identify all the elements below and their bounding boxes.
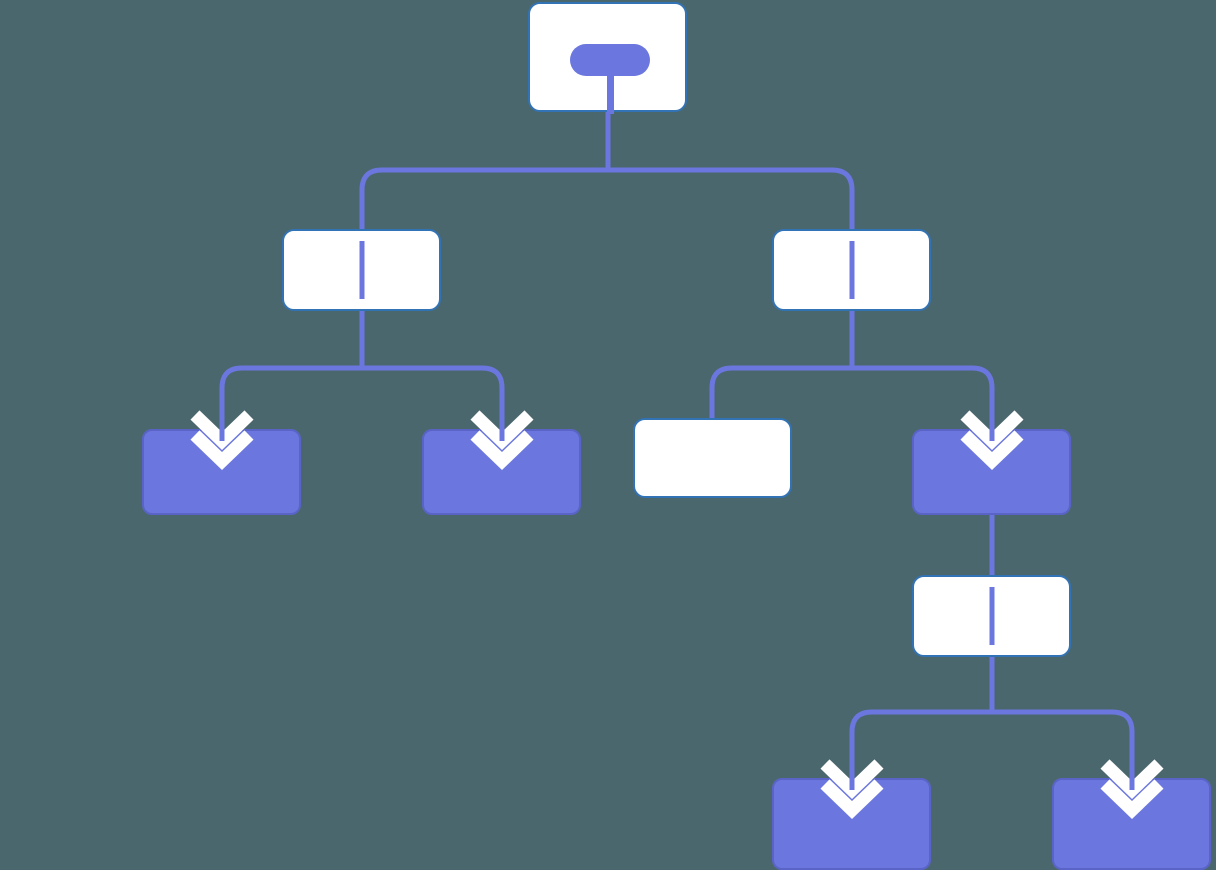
level3-node-a[interactable]: [912, 575, 1071, 657]
edge-l1-left-to-l2-b: [362, 365, 505, 441]
level1-right-node[interactable]: [772, 229, 931, 311]
edge-l1-right-to-l2-d: [852, 365, 995, 441]
level2-node-b[interactable]: [422, 429, 581, 515]
root-node[interactable]: [528, 2, 687, 114]
root-pill-badge: [570, 44, 650, 76]
level4-node-a[interactable]: [772, 778, 931, 870]
level2-node-a[interactable]: [142, 429, 301, 515]
level2-node-c[interactable]: [633, 418, 792, 498]
edge-l3-a-to-l4-b: [992, 709, 1135, 790]
root-pill-stem: [606, 76, 614, 114]
level4-node-b[interactable]: [1052, 778, 1211, 870]
edge-l3-a-to-l4-a: [849, 709, 992, 790]
edge-root-to-l1-right: [608, 167, 855, 229]
level1-left-node[interactable]: [282, 229, 441, 311]
level2-node-d[interactable]: [912, 429, 1071, 515]
edge-root-to-l1-left: [359, 167, 608, 229]
edge-l1-right-to-l2-c: [709, 365, 852, 418]
edge-l1-left-to-l2-a: [219, 365, 362, 441]
